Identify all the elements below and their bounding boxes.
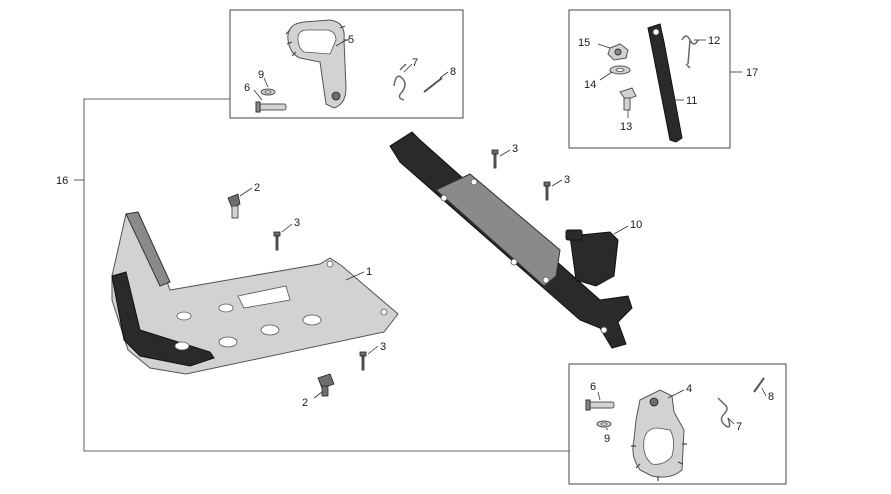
leader-5 xyxy=(335,39,347,47)
callout-8-bottom: 8 xyxy=(768,391,774,403)
callout-3-skid-bottom: 3 xyxy=(380,341,386,353)
pin-6-top xyxy=(255,101,287,113)
leader-2-top xyxy=(239,187,253,197)
washer-14 xyxy=(609,65,631,75)
leader-8-bottom xyxy=(761,387,767,397)
callout-16: 16 xyxy=(56,175,68,187)
footpeg-frame-10 xyxy=(389,131,633,349)
leader-9-top xyxy=(263,77,269,88)
footpeg-4 xyxy=(631,389,687,481)
callout-7-top: 7 xyxy=(412,57,418,69)
callout-2-top: 2 xyxy=(254,182,260,194)
leader-15 xyxy=(597,43,611,49)
callout-6-bottom: 6 xyxy=(590,381,596,393)
bolt-3-frame-b xyxy=(543,181,551,201)
group-16-bracket xyxy=(83,98,569,452)
skid-plate-1 xyxy=(111,211,399,375)
callout-1: 1 xyxy=(366,266,372,278)
washer-9-bottom xyxy=(596,420,612,428)
callout-7-bottom: 7 xyxy=(736,421,742,433)
leader-4 xyxy=(667,389,685,399)
callout-17: 17 xyxy=(746,67,758,79)
bolt-3-skid-bottom xyxy=(359,351,367,371)
leader-3-frame-a xyxy=(499,149,511,157)
leader-1 xyxy=(345,271,365,281)
side-stand-11 xyxy=(647,23,683,143)
leader-6-bottom xyxy=(597,391,601,401)
footpeg-assembly-box-top xyxy=(229,9,464,119)
callout-6-top: 6 xyxy=(244,82,250,94)
leader-9-bottom xyxy=(605,427,609,431)
callout-8-top: 8 xyxy=(450,66,456,78)
leader-2-bottom xyxy=(313,391,323,399)
leader-3-skid-bottom xyxy=(367,345,379,355)
washer-9-top xyxy=(260,88,276,96)
callout-4: 4 xyxy=(686,383,692,395)
bolt-3-frame-a xyxy=(491,149,499,169)
cotter-pin-8-bottom xyxy=(753,377,765,393)
bolt-13 xyxy=(619,87,637,111)
callout-9-top: 9 xyxy=(258,69,264,81)
callout-13: 13 xyxy=(620,121,632,133)
leader-7-top xyxy=(403,63,413,73)
spring-7-bottom xyxy=(717,397,731,428)
leader-3-skid-top xyxy=(281,223,293,233)
leader-14 xyxy=(599,71,613,81)
callout-3-skid-top: 3 xyxy=(294,217,300,229)
nut-15 xyxy=(607,43,629,61)
leader-6-top xyxy=(253,89,263,101)
footpeg-5 xyxy=(285,19,349,109)
callout-11: 11 xyxy=(686,95,697,107)
pin-6-bottom xyxy=(585,399,615,411)
leader-3-frame-b xyxy=(551,179,563,187)
callout-10: 10 xyxy=(630,219,642,231)
callout-2-bottom: 2 xyxy=(302,397,308,409)
bolt-2-skid-top xyxy=(227,193,241,219)
leader-7-bottom xyxy=(727,417,735,425)
callout-5: 5 xyxy=(348,34,354,46)
bolt-3-skid-top xyxy=(273,231,281,251)
callout-3-frame-a: 3 xyxy=(512,143,518,155)
spring-7-top xyxy=(393,63,407,101)
leader-8-top xyxy=(439,71,449,79)
callout-9-bottom: 9 xyxy=(604,433,610,445)
callout-15: 15 xyxy=(578,37,590,49)
callout-14: 14 xyxy=(584,79,596,91)
spring-12 xyxy=(681,35,699,69)
cotter-pin-8-top xyxy=(423,77,443,93)
leader-10 xyxy=(613,225,629,235)
callout-12: 12 xyxy=(708,35,720,47)
callout-3-frame-b: 3 xyxy=(564,174,570,186)
bolt-2-skid-bottom xyxy=(317,373,335,397)
